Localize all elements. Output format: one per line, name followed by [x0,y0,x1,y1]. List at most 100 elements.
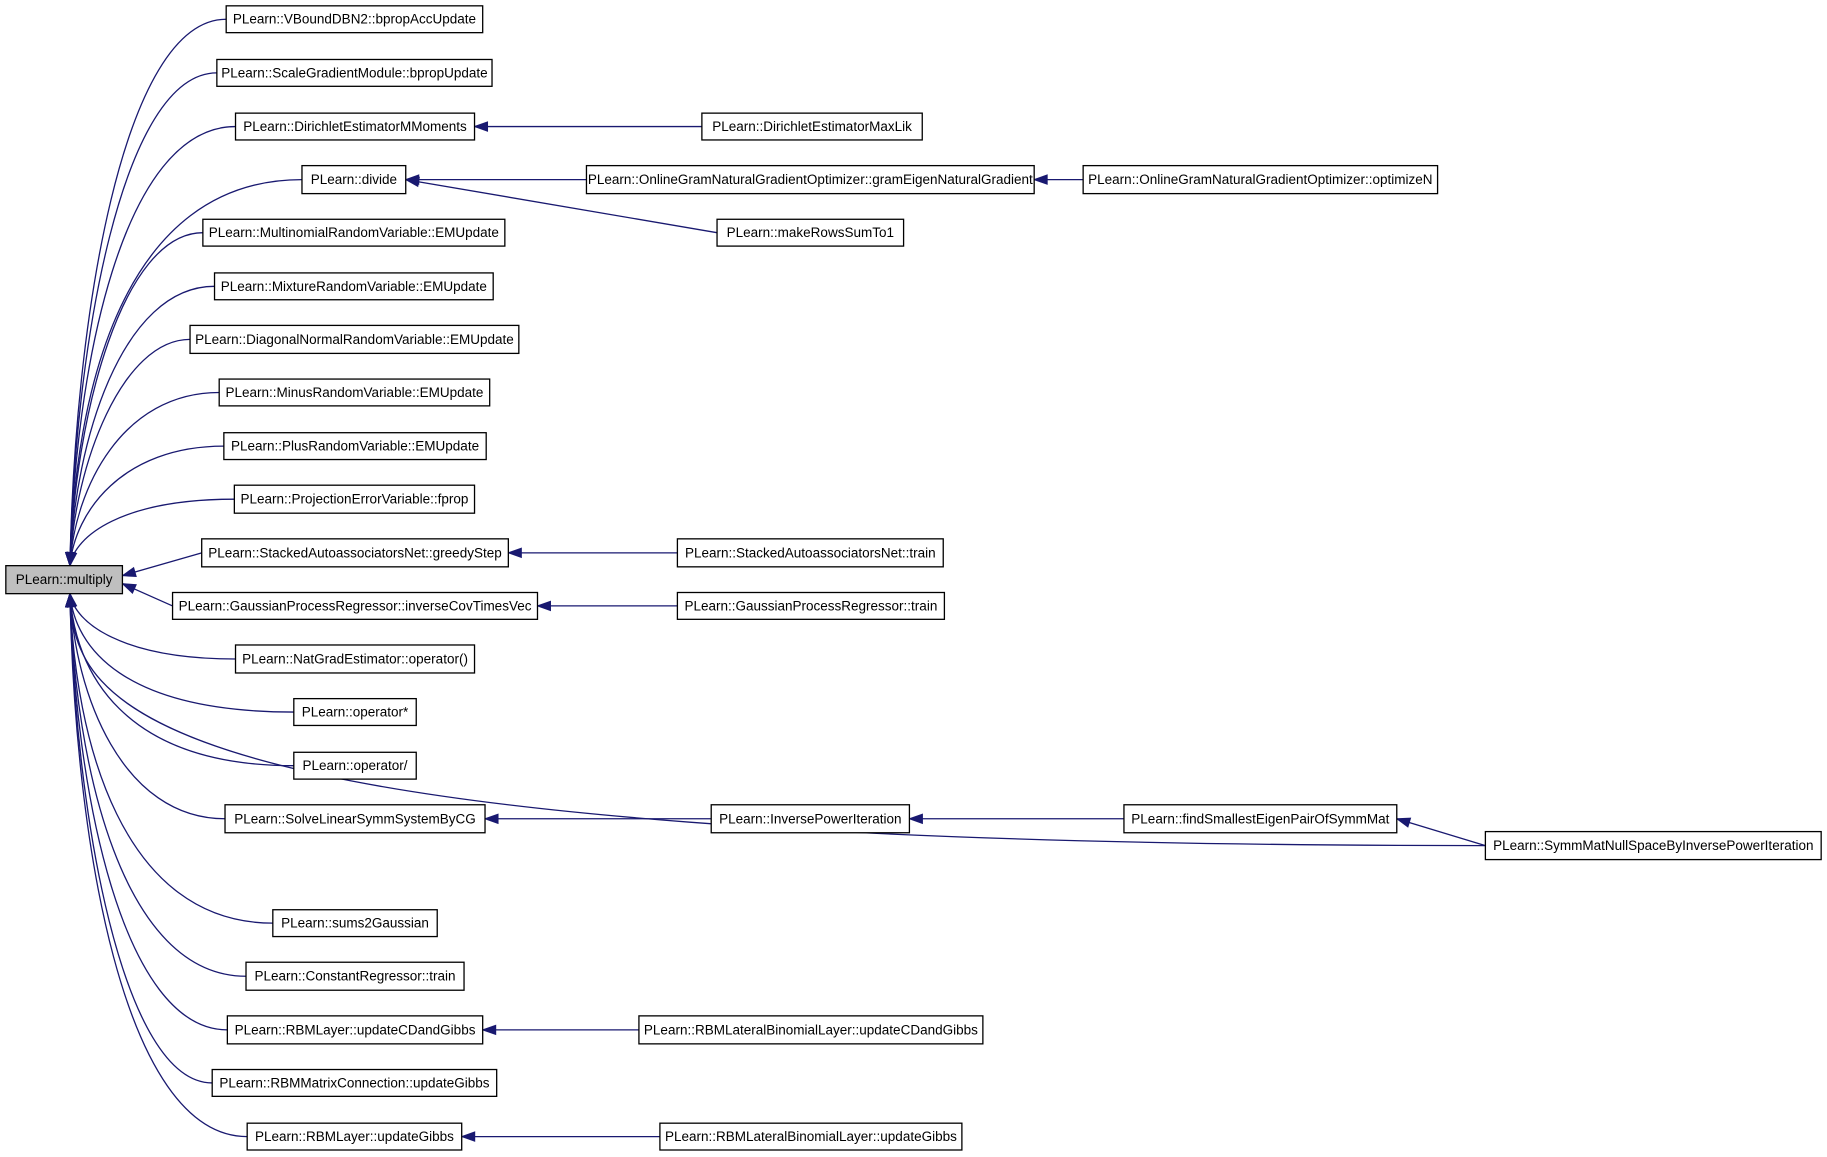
node-box [223,432,487,461]
node-label: PLearn::makeRowsSumTo1 [727,225,894,240]
node-plearn-operator[interactable]: PLearn::operator/ [293,751,417,780]
node-plearn-mixturerandomvariable-emupdate[interactable]: PLearn::MixtureRandomVariable::EMUpdate [213,272,494,301]
node-plearn-rbmlayer-updategibbs[interactable]: PLearn::RBMLayer::updateGibbs [246,1122,463,1151]
node-label: PLearn::DirichletEstimatorMMoments [243,119,467,134]
node-plearn-solvelinearsymmsystembycg[interactable]: PLearn::SolveLinearSymmSystemByCG [224,804,486,834]
node-box [246,1122,463,1151]
edge-line [69,593,1486,847]
edge-multiply-to-solvecg [65,592,226,820]
edge-gramnat-to-optn [1032,174,1084,185]
node-label: PLearn::divide [311,172,397,187]
edge-line [122,552,202,577]
node-label: PLearn::operator* [302,705,409,720]
edge-line [69,232,203,566]
edge-line [69,593,247,977]
node-box [1484,830,1822,861]
node-box [638,1015,984,1045]
node-label: PLearn::StackedAutoassociatorsNet::train [685,545,936,560]
edge-line [1396,818,1486,847]
node-box [216,58,493,87]
node-plearn-plusrandomvariable-emupdate[interactable]: PLearn::PlusRandomVariable::EMUpdate [223,432,487,461]
arrow-head [481,1024,497,1036]
node-plearn-scalegradientmodule-bpropupdate[interactable]: PLearn::ScaleGradientModule::bpropUpdate [216,58,493,87]
edge-line [69,285,215,566]
arrow-head [1395,817,1412,828]
node-box [224,804,486,834]
node-box [301,164,407,195]
node-plearn-rbmlayer-updatecdandgibbs[interactable]: PLearn::RBMLayer::updateCDandGibbs [226,1015,484,1045]
node-plearn-onlinegramnaturalgradientoptimizer-optimizen[interactable]: PLearn::OnlineGramNaturalGradientOptimiz… [1082,164,1439,195]
node-label: PLearn::GaussianProcessRegressor::invers… [179,598,532,613]
node-plearn-natgradestimator-operator[interactable]: PLearn::NatGradEstimator::operator() [234,644,476,674]
node-box [1082,164,1439,195]
node-box [1123,804,1398,834]
node-label: PLearn::RBMLateralBinomialLayer::updateG… [665,1129,957,1144]
node-plearn-minusrandomvariable-emupdate[interactable]: PLearn::MinusRandomVariable::EMUpdate [218,378,491,407]
node-label: PLearn::MultinomialRandomVariable::EMUpd… [209,225,499,240]
edge-line [69,445,224,566]
node-plearn-operator[interactable]: PLearn::operator* [293,697,417,727]
node-plearn-gaussianprocessregressor-train[interactable]: PLearn::GaussianProcessRegressor::train [676,591,946,620]
node-plearn-findsmallesteigenpairofsymmmat[interactable]: PLearn::findSmallestEigenPairOfSymmMat [1123,804,1398,834]
node-plearn-diagonalnormalrandomvariable-emupdate[interactable]: PLearn::DiagonalNormalRandomVariable::EM… [189,324,520,355]
node-plearn-symmmatnullspacebyinversepoweriteration[interactable]: PLearn::SymmMatNullSpaceByInversePowerIt… [1484,830,1822,861]
edge-multiply-to-sagreedy [120,552,202,578]
arrow-head [120,566,137,578]
node-label: PLearn::ScaleGradientModule::bpropUpdate [221,65,487,80]
call-graph-edges [64,18,1486,1142]
node-plearn-onlinegramnaturalgradientoptimizer-grameigennaturalgradient[interactable]: PLearn::OnlineGramNaturalGradientOptimiz… [585,164,1035,195]
node-plearn-dirichletestimatormaxlik[interactable]: PLearn::DirichletEstimatorMaxLik [701,112,923,141]
node-plearn-sums2gaussian[interactable]: PLearn::sums2Gaussian [272,909,438,938]
edge-line [69,593,294,767]
edge-multiply-to-plus [65,445,224,568]
node-label: PLearn::SolveLinearSymmSystemByCG [234,811,476,826]
node-plearn-inversepoweriteration[interactable]: PLearn::InversePowerIteration [710,804,911,834]
node-box [225,5,484,34]
node-box [233,484,476,514]
edge-gpinv-to-gptrain [535,600,678,612]
edge-solvecg-to-invpow [483,813,712,825]
edge-divide-to-gramnat [404,174,587,185]
edge-multiply-to-projerr [66,498,235,568]
node-label: PLearn::VBoundDBN2::bpropAccUpdate [233,12,476,27]
node-plearn-dirichletestimatormmoments[interactable]: PLearn::DirichletEstimatorMMoments [234,112,476,141]
node-label: PLearn::InversePowerIteration [719,811,901,826]
node-box [234,644,476,674]
node-label: PLearn::DirichletEstimatorMaxLik [712,119,912,134]
node-label: PLearn::operator/ [302,758,407,773]
node-label: PLearn::SymmMatNullSpaceByInversePowerIt… [1493,838,1813,853]
arrow-head [404,176,420,188]
node-box [676,538,944,568]
arrow-head [1032,174,1048,185]
edge-line [69,593,228,1031]
edge-line [405,178,718,234]
node-label: PLearn::MixtureRandomVariable::EMUpdate [221,279,487,294]
node-box [659,1122,963,1151]
node-plearn-stackedautoassociatorsnet-greedystep[interactable]: PLearn::StackedAutoassociatorsNet::greed… [201,538,509,568]
node-box [245,961,465,991]
node-plearn-gaussianprocessregressor-inversecovtimesvec[interactable]: PLearn::GaussianProcessRegressor::invers… [171,591,539,620]
node-box [226,1015,484,1045]
node-plearn-rbmlateralbinomiallayer-updatecdandgibbs[interactable]: PLearn::RBMLateralBinomialLayer::updateC… [638,1015,984,1045]
arrow-head [535,600,551,612]
node-label: PLearn::NatGradEstimator::operator() [242,651,468,666]
node-plearn-divide[interactable]: PLearn::divide [301,164,407,195]
node-plearn-multinomialrandomvariable-emupdate[interactable]: PLearn::MultinomialRandomVariable::EMUpd… [202,218,506,247]
node-plearn-multiply[interactable]: PLearn::multiply [5,565,124,595]
edge-line [69,391,220,566]
node-plearn-projectionerrorvariable-fprop[interactable]: PLearn::ProjectionErrorVariable::fprop [233,484,476,514]
node-label: PLearn::RBMMatrixConnection::updateGibbs [219,1075,489,1090]
node-box [710,804,911,834]
node-box [201,538,509,568]
edge-rbmcd-to-rbmlatcd [481,1024,639,1036]
node-plearn-rbmlateralbinomiallayer-updategibbs[interactable]: PLearn::RBMLateralBinomialLayer::updateG… [659,1122,963,1151]
node-label: PLearn::OnlineGramNaturalGradientOptimiz… [588,172,1033,187]
node-plearn-constantregressor-train[interactable]: PLearn::ConstantRegressor::train [245,961,465,991]
node-label: PLearn::PlusRandomVariable::EMUpdate [231,439,479,454]
node-label: PLearn::findSmallestEigenPairOfSymmMat [1131,811,1389,826]
node-plearn-vbounddbn2-bpropaccupdate[interactable]: PLearn::VBoundDBN2::bpropAccUpdate [225,5,484,34]
node-plearn-rbmmatrixconnection-updategibbs[interactable]: PLearn::RBMMatrixConnection::updateGibbs [211,1068,498,1098]
node-plearn-makerowssumto1[interactable]: PLearn::makeRowsSumTo1 [716,218,905,247]
node-plearn-stackedautoassociatorsnet-train[interactable]: PLearn::StackedAutoassociatorsNet::train [676,538,944,568]
node-box [293,751,417,780]
